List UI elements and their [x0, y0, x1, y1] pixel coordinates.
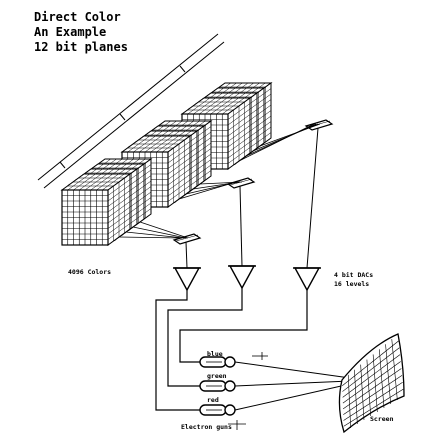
- electron-beam: [234, 380, 351, 387]
- dacs-label-line-1: 4 bit DACs: [334, 271, 374, 279]
- screen-grid-line: [342, 347, 400, 392]
- dacs: [173, 265, 321, 292]
- dac-feed-wire: [239, 185, 243, 267]
- dac-feed-wire: [185, 241, 188, 269]
- screen-grid-line: [385, 344, 391, 405]
- screen-grid-line: [347, 374, 351, 429]
- fan-line: [118, 236, 183, 239]
- title-line-1: Direct Color: [34, 10, 121, 24]
- wires: [118, 119, 334, 411]
- screen-label: Screen: [370, 415, 394, 423]
- screen-grid-line: [366, 359, 371, 417]
- screen-grid-line: [342, 368, 402, 410]
- screen-grid-line: [354, 369, 358, 425]
- bracket-tick: [59, 161, 66, 169]
- fan-line: [125, 231, 185, 239]
- screen-drawing: [338, 333, 405, 434]
- screen-grid-line: [342, 361, 401, 404]
- title-line-2: An Example: [34, 25, 107, 39]
- dac-output-wire: [179, 290, 308, 363]
- bracket-tick: [119, 113, 126, 121]
- fan-line: [238, 123, 315, 162]
- bracket-line: [43, 41, 225, 189]
- fan-line: [185, 181, 239, 195]
- bit-plane: [60, 173, 132, 246]
- bracket-line: [37, 33, 219, 181]
- screen-grid-line: [343, 375, 403, 415]
- electron-beam: [234, 383, 351, 411]
- screen-grid-line: [343, 388, 404, 427]
- screen-grid-line: [343, 381, 403, 421]
- gun-label-green: green: [207, 372, 227, 380]
- screen-grid-line: [391, 339, 398, 401]
- electron-gun-nozzle: [224, 404, 236, 416]
- dac-triangle: [173, 267, 201, 292]
- screen-grid-line: [360, 364, 365, 421]
- dac-triangle: [293, 267, 321, 292]
- screen-outline: [338, 333, 405, 434]
- gun-label-blue: blue: [207, 350, 223, 358]
- dacs-label-line-2: 16 levels: [334, 280, 370, 288]
- electron-guns-drawing: [199, 352, 351, 430]
- dac-feed-wire: [306, 127, 319, 269]
- screen-grid-line: [379, 349, 385, 409]
- colors-label: 4096 Colors: [68, 268, 112, 276]
- fan-line: [139, 221, 189, 239]
- fan-line: [132, 226, 187, 239]
- bit-planes: [37, 33, 273, 246]
- electron-gun-nozzle: [224, 380, 236, 392]
- dac-output-wire: [155, 290, 200, 411]
- electron-guns-label: Electron guns: [181, 423, 232, 431]
- fan-line: [259, 123, 321, 147]
- fan-line: [192, 181, 241, 190]
- screen-grid-line: [342, 340, 399, 387]
- electron-beam: [234, 361, 351, 379]
- screen-grid-line: [342, 354, 401, 398]
- electron-gun-nozzle: [224, 356, 236, 368]
- dac-triangle: [228, 265, 256, 290]
- fan-line: [199, 181, 243, 185]
- bracket-tick: [179, 65, 186, 73]
- screen-grid-line: [372, 354, 378, 413]
- gun-label-red: red: [207, 396, 219, 404]
- dac-output-wire: [167, 288, 243, 387]
- title-line-3: 12 bit planes: [34, 40, 128, 54]
